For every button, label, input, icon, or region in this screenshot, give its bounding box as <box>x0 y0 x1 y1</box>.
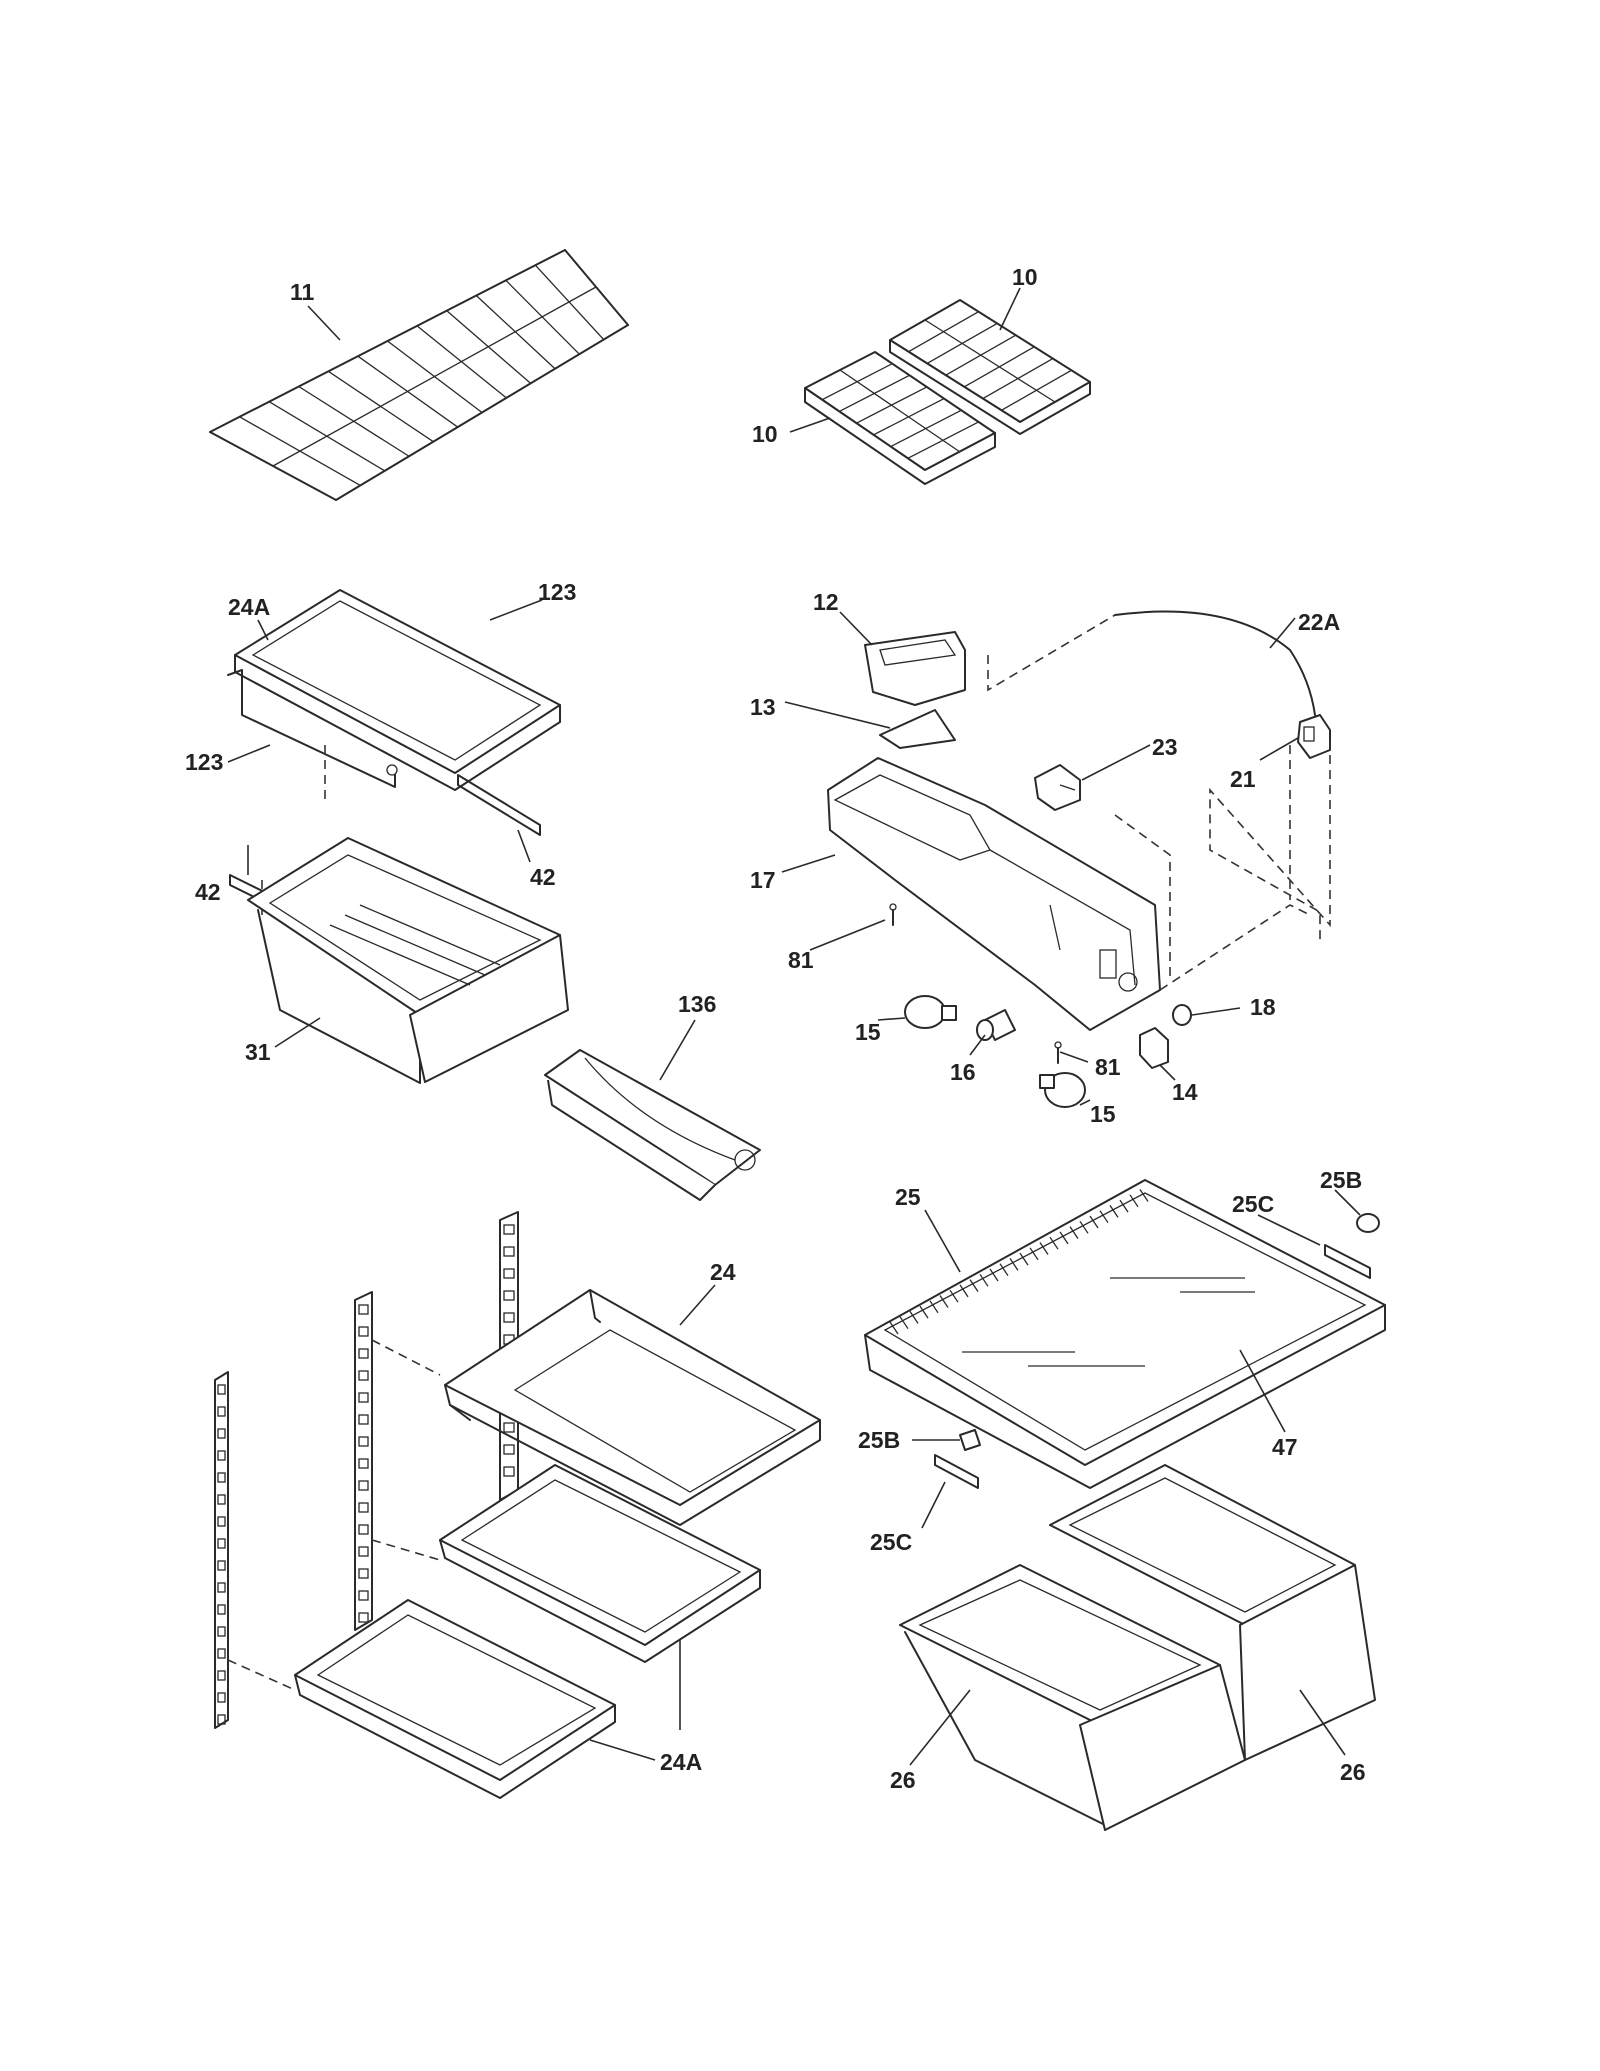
glass-part-47 <box>962 1277 1255 1367</box>
knob-part-18 <box>1172 1004 1192 1026</box>
label-25c-right: 25C <box>1232 1191 1274 1217</box>
label-81-right: 81 <box>1095 1054 1121 1080</box>
label-23: 23 <box>1152 734 1178 760</box>
shelf-ladder-rail-front <box>214 1371 229 1729</box>
glass-shelf-part-24a-bottom <box>294 1599 616 1799</box>
egg-tray-part-136 <box>544 1049 761 1201</box>
glass-shelf-part-24a-middle <box>439 1464 761 1663</box>
screw-part-81-right <box>1054 1041 1062 1064</box>
label-13: 13 <box>750 694 776 720</box>
label-24: 24 <box>710 1259 736 1285</box>
crisper-drawer-part-26-left <box>899 1564 1246 1831</box>
defrost-timer-part-23 <box>1034 764 1081 811</box>
label-24a-bottom: 24A <box>660 1749 702 1775</box>
label-12: 12 <box>813 589 839 615</box>
label-17: 17 <box>750 867 776 893</box>
light-socket-part-16 <box>976 1009 1016 1041</box>
label-26-left: 26 <box>890 1767 916 1793</box>
crisper-drawer-part-26-right <box>1049 1464 1376 1761</box>
label-21: 21 <box>1230 766 1256 792</box>
label-81-left: 81 <box>788 947 814 973</box>
leader-lines <box>227 287 1361 1766</box>
label-123-left: 123 <box>185 749 223 775</box>
crisper-cover-part-25 <box>864 1179 1386 1489</box>
label-136: 136 <box>678 991 716 1017</box>
ice-tray-part-10-back <box>889 299 1091 435</box>
bracket-part-25c-right <box>1324 1244 1371 1279</box>
label-15-upper: 15 <box>855 1019 881 1045</box>
label-26-right: 26 <box>1340 1759 1366 1785</box>
ice-tray-part-10-front <box>804 351 996 485</box>
label-16: 16 <box>950 1059 976 1085</box>
bracket-part-25c-left <box>934 1454 979 1489</box>
label-18: 18 <box>1250 994 1276 1020</box>
control-housing-part-17 <box>827 757 1161 1031</box>
label-47: 47 <box>1272 1434 1298 1460</box>
label-42-right: 42 <box>530 864 556 890</box>
light-bulb-part-15-upper <box>904 995 957 1029</box>
label-24a-top: 24A <box>228 594 270 620</box>
thermostat-part-21 <box>1297 714 1331 759</box>
label-10-front: 10 <box>752 421 778 447</box>
label-25c-left: 25C <box>870 1529 912 1555</box>
label-25b-right: 25B <box>1320 1167 1362 1193</box>
label-10-back: 10 <box>1012 264 1038 290</box>
label-15-lower: 15 <box>1090 1101 1116 1127</box>
shelf-ladder-rail-middle <box>354 1291 373 1631</box>
capillary-tube-part-22a <box>1114 610 1316 716</box>
label-22a: 22A <box>1298 609 1340 635</box>
label-25b-left: 25B <box>858 1427 900 1453</box>
glass-shelf-part-24 <box>444 1289 821 1526</box>
label-11: 11 <box>290 279 315 305</box>
label-14: 14 <box>1172 1079 1198 1105</box>
cover-part-12 <box>864 631 966 706</box>
glass-shelf-part-24a-top <box>227 589 561 791</box>
switch-part-14 <box>1139 1027 1169 1069</box>
damper-part-13 <box>879 709 956 749</box>
screw-part-81-left <box>889 903 897 926</box>
label-31: 31 <box>245 1039 271 1065</box>
clip-part-25b-left <box>959 1429 981 1451</box>
label-42-left: 42 <box>195 879 221 905</box>
light-bulb-part-15-lower <box>1039 1072 1086 1108</box>
clip-part-25b-right <box>1356 1213 1380 1233</box>
label-25: 25 <box>895 1184 921 1210</box>
slide-rail-part-42-right <box>457 774 541 836</box>
wire-shelf-part-11 <box>209 249 629 501</box>
crisper-drawer-part-31 <box>247 837 569 1084</box>
label-123-right: 123 <box>538 579 576 605</box>
